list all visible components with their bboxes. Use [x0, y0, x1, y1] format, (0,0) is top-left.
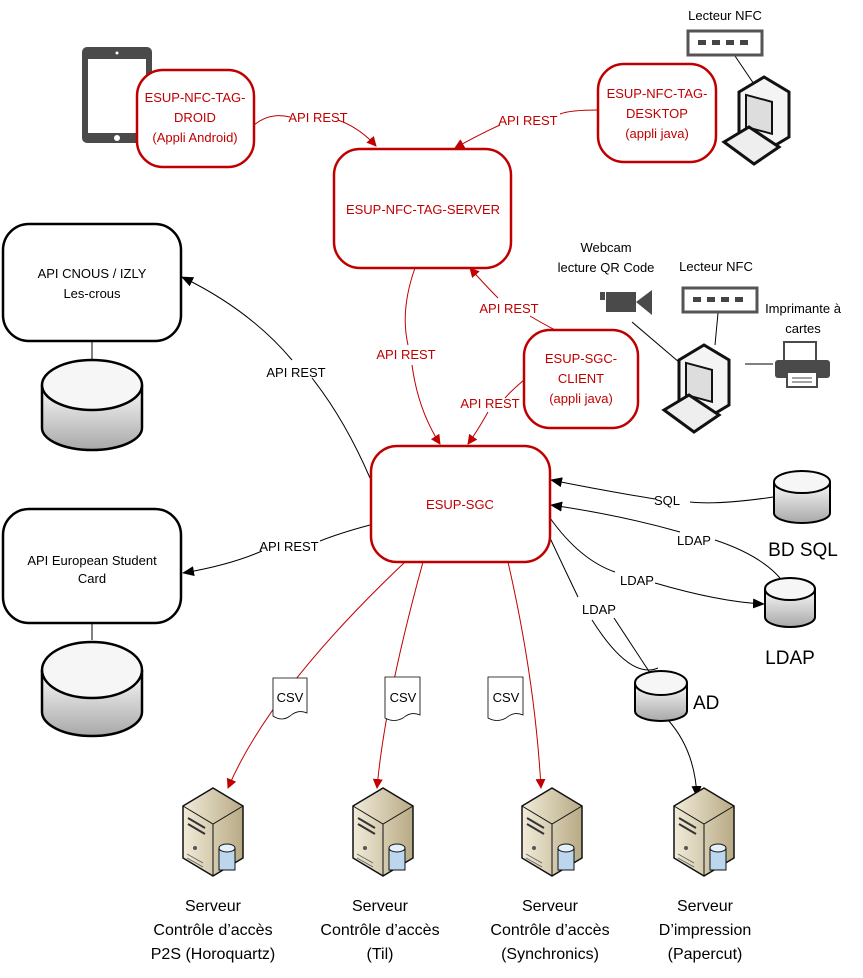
server-label: Serveur [522, 898, 579, 915]
webcam-icon [600, 290, 652, 315]
node-label: ESUP-NFC-TAG- [607, 86, 708, 101]
edge-label: LDAP [620, 573, 654, 588]
webcam-label: Webcam [580, 240, 631, 255]
csv-document-icon: CSV [487, 676, 524, 721]
node-label: API CNOUS / IZLY [38, 266, 147, 281]
node-server[interactable]: ESUP-NFC-TAG-SERVER [332, 147, 513, 270]
edge-sgc-cnous [182, 277, 371, 479]
nfc-reader-label: Lecteur NFC [688, 8, 762, 23]
edge-csv-2 [372, 561, 424, 789]
edge-ldap-ad [549, 537, 659, 671]
edge-label: API REST [460, 396, 519, 411]
edge-csv-3 [507, 561, 546, 789]
node-label: DESKTOP [626, 106, 688, 121]
edge-label: API REST [288, 110, 347, 125]
server-til[interactable]: Serveur Contrôle d’accès (Til) [320, 787, 440, 963]
node-esc[interactable]: API European Student Card [1, 507, 183, 625]
server-label: Serveur [352, 898, 409, 915]
server-label: Serveur [677, 898, 734, 915]
node-label: API European Student [27, 553, 157, 568]
server-icon [182, 787, 244, 877]
database-icon [40, 640, 144, 738]
server-label: (Synchronics) [501, 946, 599, 963]
server-label: Contrôle d’accès [320, 922, 439, 939]
node-cnous[interactable]: API CNOUS / IZLY Les-crous [1, 222, 183, 343]
edge-label: SQL [654, 493, 680, 508]
edge-label: API REST [259, 539, 318, 554]
edge-label: LDAP [582, 602, 616, 617]
edge-ad-papercut [667, 719, 702, 798]
edge-label: API REST [479, 301, 538, 316]
server-icon [521, 787, 583, 877]
node-label: AD [693, 693, 719, 714]
node-sgc-client[interactable]: ESUP-SGC- CLIENT (appli java) [522, 328, 640, 430]
node-label: ESUP-NFC-TAG-SERVER [346, 202, 500, 217]
edge-desktop-server [455, 109, 599, 148]
edge-client-server [470, 268, 556, 331]
csv-documents: CSV CSV CSV [272, 676, 524, 721]
desktop-computer-icon [722, 75, 791, 166]
edge-ldap-out [549, 517, 764, 604]
edge-client-sgc [468, 379, 525, 444]
edge-sgc-esc [183, 524, 371, 573]
csv-document-icon: CSV [384, 676, 421, 721]
server-synchronics[interactable]: Serveur Contrôle d’accès (Synchronics) [490, 787, 610, 963]
edge-droid-server [253, 115, 376, 146]
node-bd-sql[interactable]: BD SQL [768, 470, 838, 561]
node-label: (appli java) [549, 391, 613, 406]
server-label: Contrôle d’accès [153, 922, 272, 939]
server-icon [352, 787, 414, 877]
edge-sql [551, 480, 774, 504]
node-label: (Appli Android) [152, 130, 237, 145]
node-label: CLIENT [558, 371, 604, 386]
node-label: BD SQL [768, 540, 838, 561]
node-desktop[interactable]: ESUP-NFC-TAG- DESKTOP (appli java) [596, 62, 718, 164]
printer-icon [775, 341, 830, 388]
server-label: D’impression [659, 922, 751, 939]
server-p2s[interactable]: Serveur Contrôle d’accès P2S (Horoquartz… [151, 787, 276, 963]
node-label: ESUP-NFC-TAG- [145, 90, 246, 105]
server-label: Contrôle d’accès [490, 922, 609, 939]
webcam-label: lecture QR Code [558, 260, 655, 275]
nfc-reader-icon [686, 29, 764, 57]
csv-label: CSV [277, 690, 304, 705]
node-label: LDAP [765, 648, 815, 669]
node-droid[interactable]: ESUP-NFC-TAG- DROID (Appli Android) [135, 68, 256, 169]
reader-pc-link-bottom [714, 312, 719, 346]
node-label: DROID [174, 110, 216, 125]
node-label: (appli java) [625, 126, 689, 141]
server-label: Serveur [185, 898, 242, 915]
edge-labels: API REST API REST API REST API REST API … [259, 110, 711, 617]
node-label: Card [78, 571, 106, 586]
nfc-reader-icon [681, 286, 759, 314]
nfc-reader-label: Lecteur NFC [679, 259, 753, 274]
edge-label: LDAP [677, 533, 711, 548]
node-sgc[interactable]: ESUP-SGC [369, 444, 552, 564]
server-label: P2S (Horoquartz) [151, 946, 276, 963]
edge-ldap-in [551, 505, 781, 579]
edge-csv-1 [226, 561, 406, 789]
csv-document-icon: CSV [272, 677, 308, 720]
node-label: ESUP-SGC [426, 497, 494, 512]
server-label: (Til) [367, 946, 394, 963]
database-icon [40, 358, 144, 452]
printer-label: cartes [785, 321, 821, 336]
edge-label: API REST [266, 365, 325, 380]
node-label: ESUP-SGC- [545, 351, 617, 366]
csv-label: CSV [493, 690, 520, 705]
node-ad[interactable]: AD [634, 670, 719, 722]
server-papercut[interactable]: Serveur D’impression (Papercut) [659, 787, 751, 963]
node-label: Les-crous [63, 286, 121, 301]
printer-label: Imprimante à [765, 301, 842, 316]
server-icon [673, 787, 735, 877]
edge-label: API REST [498, 113, 557, 128]
edge-label: API REST [376, 347, 435, 362]
node-ldap[interactable]: LDAP [764, 577, 816, 669]
edge-server-sgc [404, 267, 440, 444]
server-label: (Papercut) [668, 946, 743, 963]
csv-label: CSV [390, 690, 417, 705]
